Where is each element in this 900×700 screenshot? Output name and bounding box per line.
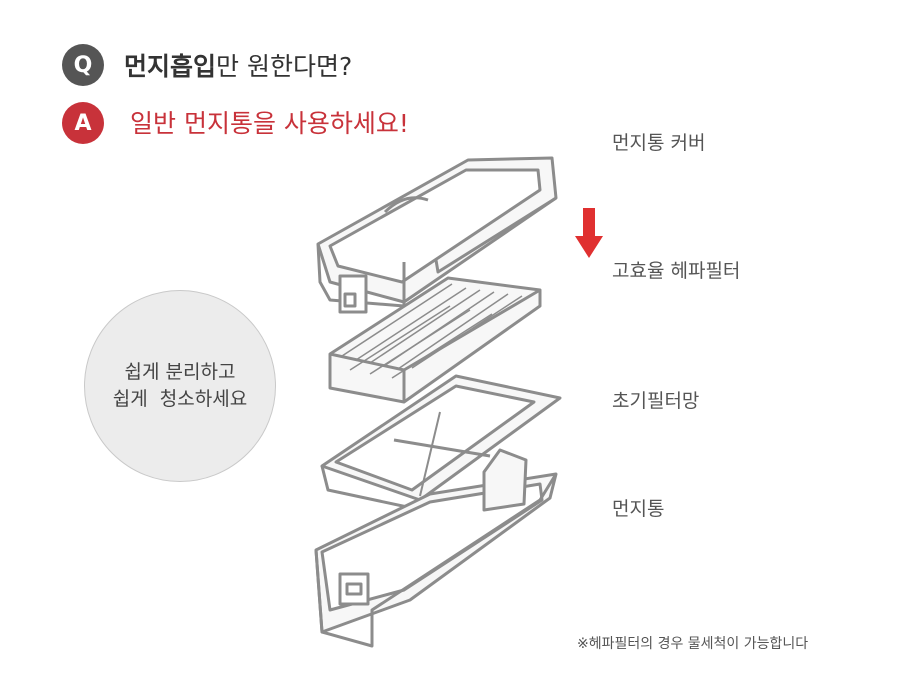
tip-line-1: 쉽게 분리하고 (124, 361, 236, 383)
label-pre-filter: 초기필터망 (612, 390, 700, 412)
answer-text: 일반 먼지통을 사용하세요! (130, 109, 409, 138)
dust-bin-illustration (314, 448, 558, 648)
tip-line-2: 쉽게 청소하세요 (112, 388, 248, 410)
tip-circle: 쉽게 분리하고 쉽게 청소하세요 (84, 290, 276, 482)
dust-bin-cover-illustration (316, 156, 558, 314)
down-arrow-icon (575, 208, 603, 258)
footnote: ※헤파필터의 경우 물세척이 가능합니다 (577, 636, 809, 652)
answer-badge: A (62, 102, 104, 144)
hepa-filter-illustration (328, 276, 542, 404)
question-badge: Q (62, 44, 104, 86)
label-cover: 먼지통 커버 (612, 132, 706, 154)
question-rest: 만 원한다면? (216, 52, 353, 81)
label-dust-bin: 먼지통 (612, 498, 665, 520)
pre-filter-illustration (320, 374, 562, 510)
question-bold: 먼지흡입 (124, 52, 217, 81)
label-hepa-filter: 고효율 헤파필터 (612, 260, 741, 282)
question-text: 먼지흡입만 원한다면? (124, 47, 352, 83)
